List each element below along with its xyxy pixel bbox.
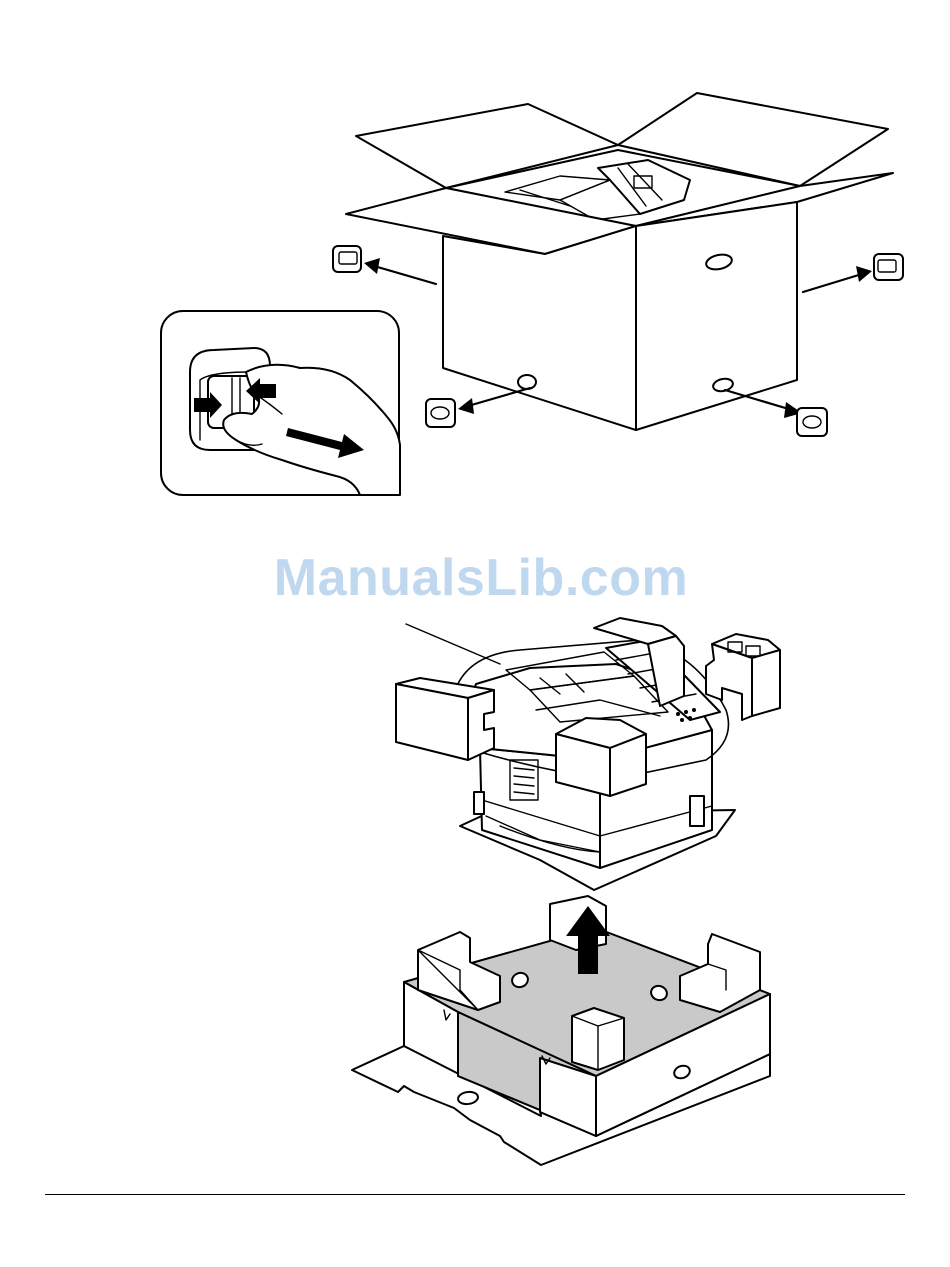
box-lock-bottom-right [797,408,827,436]
box-lock-top-left [333,246,361,272]
box-lock-bottom-left [426,399,455,427]
box-base-illustration [352,896,770,1165]
lock-release-detail-inset [161,311,400,495]
footer-rule [45,1194,905,1195]
spacer-front-center [572,1008,624,1070]
shipping-box-illustration [333,93,903,436]
watermark-text: ManualsLib.com [0,548,950,608]
packing-block-far-right [706,634,780,720]
packing-block-left [396,678,494,760]
packing-block-front-right [556,718,646,796]
printer-packing-illustration [396,618,780,890]
box-lock-top-right [874,254,903,280]
